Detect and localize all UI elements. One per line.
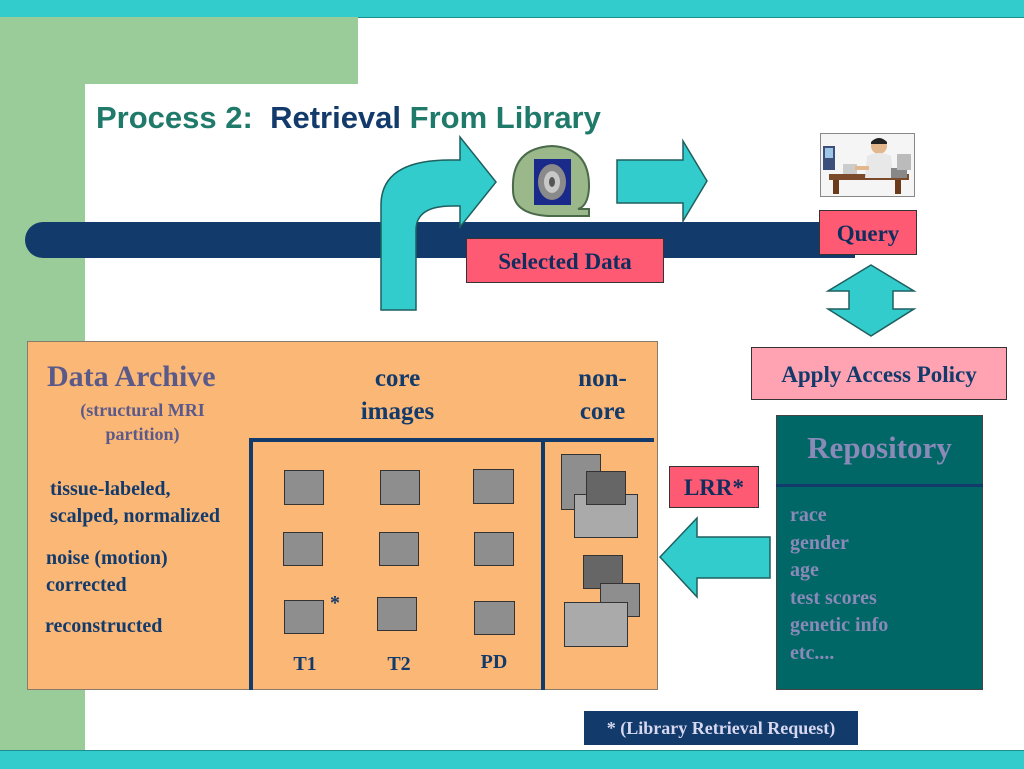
title-part-1: Process 2: (96, 100, 253, 135)
pipeline-bar (25, 222, 855, 258)
noncore-header-line-2: core (579, 398, 626, 425)
archive-left-divider (249, 438, 253, 690)
user-at-computer-icon (820, 133, 915, 197)
footnote: * (Library Retrieval Request) (584, 711, 858, 745)
selected-data-label: Selected Data (466, 238, 664, 283)
archive-header-divider (249, 438, 654, 442)
image-tile-t2-row3 (377, 597, 417, 631)
lrr-label: LRR* (669, 466, 759, 508)
query-label: Query (819, 210, 917, 255)
repository-divider (776, 484, 983, 487)
repository-item: test scores (790, 586, 877, 609)
repository-item: race (790, 504, 827, 526)
bottom-band (0, 750, 1024, 769)
star-marker: * (330, 592, 340, 614)
image-tile-pd-row3 (474, 601, 515, 635)
repository-items: race gender age test scores genetic info… (790, 502, 888, 667)
repository-panel (776, 415, 983, 690)
left-arrow-icon (658, 516, 771, 599)
archive-subtitle-line-2: partition) (105, 424, 180, 444)
image-tile-pd-row1 (473, 469, 514, 504)
image-tile-t1-row2 (283, 532, 323, 566)
data-archive-panel (27, 341, 658, 690)
core-images-header: core images (345, 362, 450, 428)
slide-title: Process 2: Retrieval From Library (96, 100, 601, 136)
column-label-t2: T2 (387, 653, 411, 675)
repository-item: genetic info (790, 614, 889, 636)
core-header-line-1: core (374, 365, 421, 392)
image-tile-pd-row2 (474, 532, 514, 566)
row-1-line-2: scalped, normalized (50, 505, 220, 527)
repository-item: gender (790, 531, 849, 554)
archive-title: Data Archive (47, 360, 216, 393)
top-band (0, 0, 1024, 18)
noncore-stack-2-front (564, 602, 628, 647)
row-1-line-1: tissue-labeled, (50, 478, 171, 500)
double-arrow-icon (825, 264, 917, 337)
row-label-tissue-labeled: tissue-labeled, scalped, normalized (50, 476, 220, 530)
repository-title: Repository (807, 430, 952, 465)
row-2-line-1: noise (motion) (46, 547, 168, 569)
image-tile-t2-row2 (379, 532, 419, 566)
row-label-noise-corrected: noise (motion) corrected (46, 545, 168, 599)
right-arrow-icon (616, 138, 708, 224)
row-label-reconstructed: reconstructed (45, 613, 162, 640)
noncore-stack-1-mid (586, 471, 626, 505)
image-tile-t1-row3 (284, 600, 324, 634)
image-tile-t2-row1 (380, 470, 420, 505)
curved-arrow-icon (380, 134, 497, 311)
archive-subtitle: (structural MRI partition) (60, 398, 225, 446)
core-header-line-2: images (360, 398, 435, 425)
row-3-line-1: reconstructed (45, 615, 163, 637)
brain-scan-icon (511, 144, 591, 217)
title-part-3: From Library (409, 100, 601, 135)
repository-item: age (790, 559, 819, 581)
column-label-t1: T1 (293, 653, 317, 675)
row-2-line-2: corrected (46, 574, 127, 596)
noncore-header-line-1: non- (578, 365, 627, 392)
archive-subtitle-line-1: (structural MRI (80, 400, 205, 420)
image-tile-t1-row1 (284, 470, 324, 505)
column-label-pd: PD (480, 651, 508, 673)
title-part-2: Retrieval (270, 100, 402, 135)
apply-access-policy-label: Apply Access Policy (751, 347, 1007, 400)
repository-item: etc.... (790, 641, 835, 664)
archive-right-divider (541, 438, 545, 690)
non-core-header: non- core (560, 362, 645, 428)
